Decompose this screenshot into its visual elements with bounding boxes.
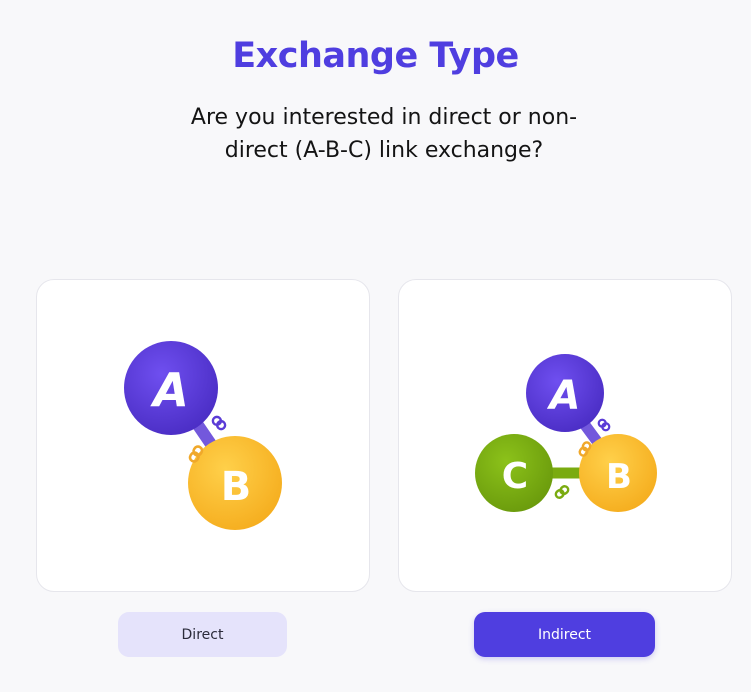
node-a-label: A <box>150 363 189 417</box>
page-subtitle: Are you interested in direct or non-dire… <box>190 105 578 163</box>
direct-button[interactable]: Direct <box>118 612 287 657</box>
indirect-exchange-illustration: A C B <box>475 354 657 512</box>
chain-link-icon <box>188 445 204 463</box>
chain-link-icon <box>597 418 611 432</box>
page-title: Exchange Type <box>232 36 519 76</box>
chain-link-icon <box>211 415 227 431</box>
node-a-label: A <box>547 373 581 419</box>
node-b: B <box>579 434 657 512</box>
node-b-label: B <box>221 464 252 510</box>
chain-link-icon <box>578 441 592 457</box>
node-a: A <box>526 354 604 432</box>
node-c: C <box>475 434 553 512</box>
indirect-button[interactable]: Indirect <box>474 612 655 657</box>
indirect-option-card[interactable]: A C B <box>398 279 732 592</box>
node-b: B <box>188 436 282 530</box>
node-c-label: C <box>502 456 528 497</box>
node-b-label: B <box>606 457 632 497</box>
direct-option-card[interactable]: A B <box>36 279 370 592</box>
chain-link-icon <box>554 485 570 499</box>
node-a: A <box>124 341 218 435</box>
direct-exchange-illustration: A B <box>124 341 282 530</box>
